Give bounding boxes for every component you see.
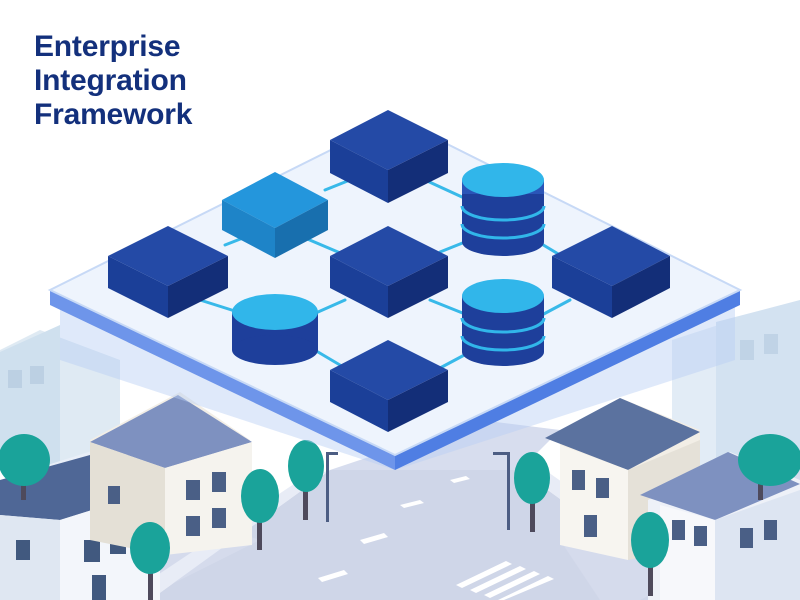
database-cylinder-icon (460, 163, 546, 256)
title-line: Enterprise (34, 30, 181, 63)
server-block-icon (222, 172, 328, 258)
database-cylinder-icon (460, 279, 546, 366)
tree-icon (288, 440, 324, 520)
street-lamp-icon (326, 452, 338, 522)
server-block-icon (330, 340, 448, 432)
server-block-icon (330, 226, 448, 318)
server-block-icon (552, 226, 670, 318)
title-line: Framework (34, 98, 193, 131)
server-block-icon (330, 110, 448, 203)
tree-icon (738, 434, 800, 500)
title-line: Integration (34, 64, 187, 97)
tree-icon (514, 452, 550, 532)
tree-icon (241, 469, 279, 550)
tree-icon (130, 522, 170, 600)
page-title: Enterprise Integration Framework (34, 30, 192, 132)
server-block-icon (108, 226, 228, 318)
street-lamp-icon (493, 452, 510, 530)
database-cylinder-icon (232, 294, 318, 365)
background-building-right (672, 300, 800, 470)
crosswalk (456, 561, 554, 600)
tree-icon (631, 512, 669, 596)
tree-icon (0, 434, 50, 500)
